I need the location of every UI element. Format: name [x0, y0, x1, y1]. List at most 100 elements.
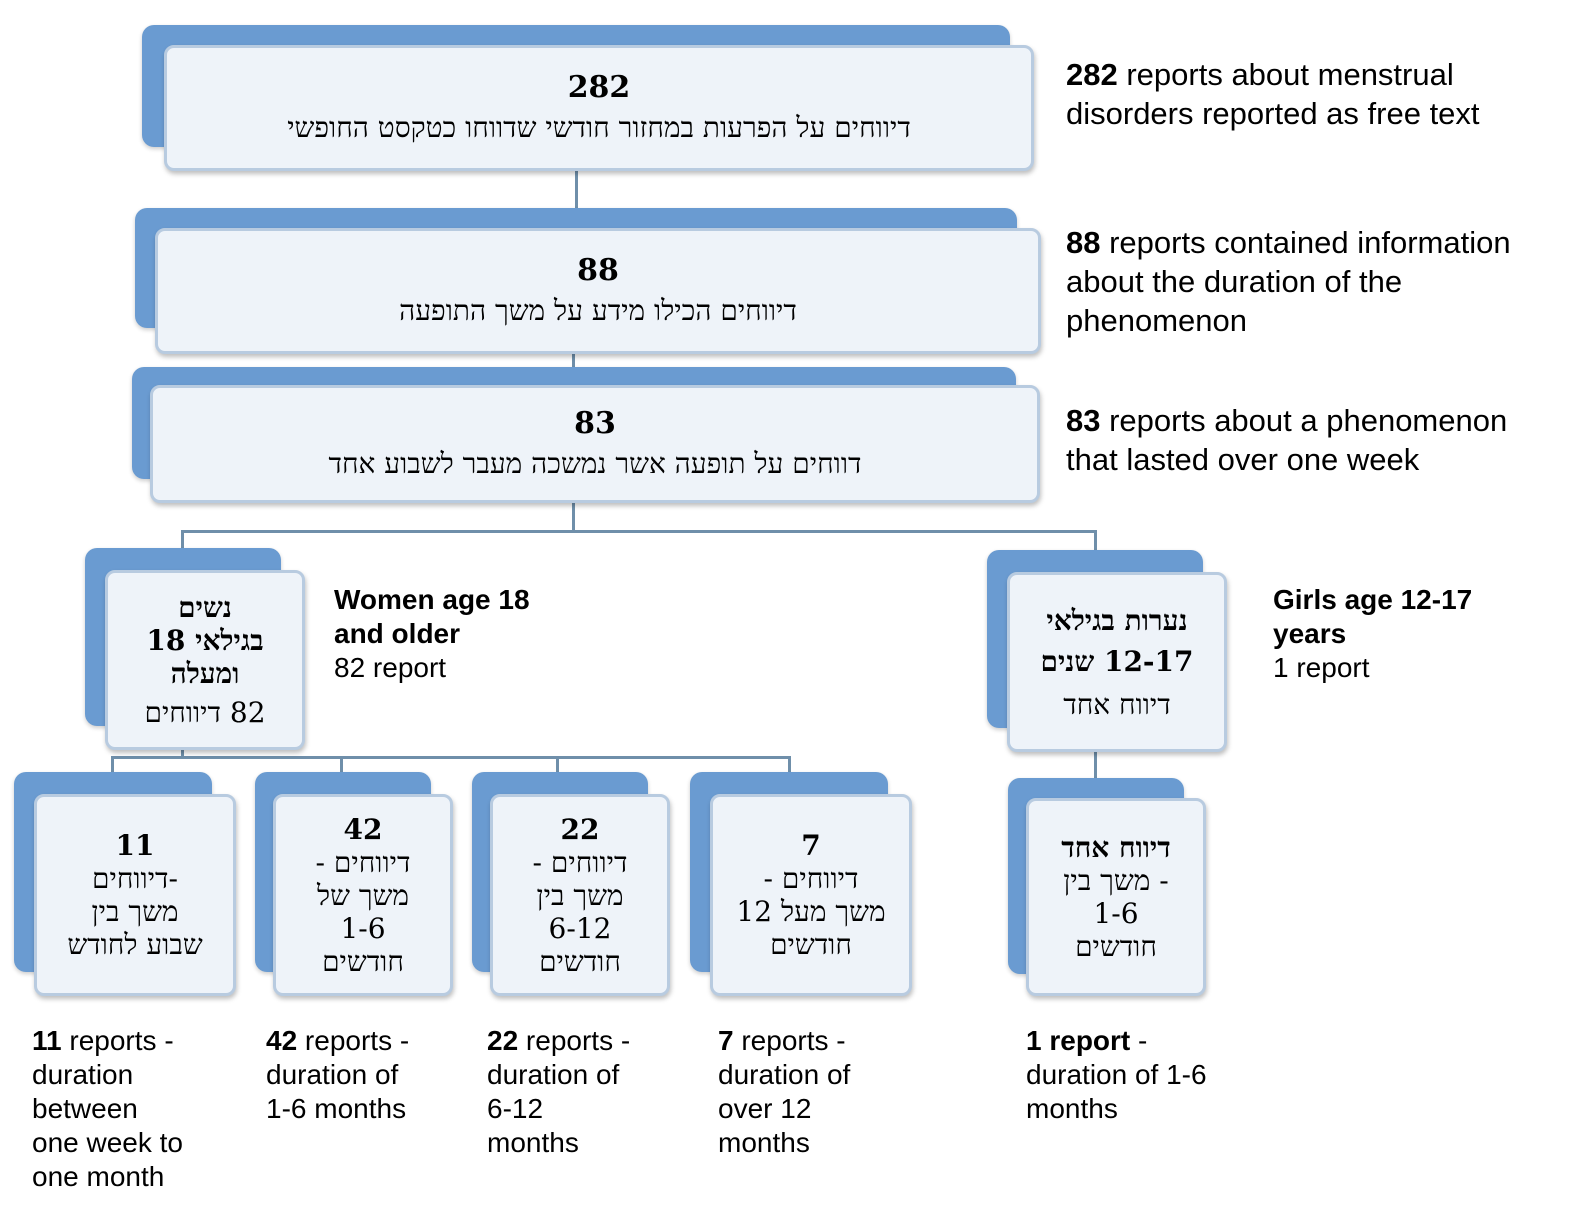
connector-88-83 [572, 350, 575, 370]
box-w11: 11 -דיווחים משך בין שבוע לחודש [14, 772, 236, 996]
connector-to-w7 [788, 756, 791, 774]
caption-w11-rest: reports - [61, 1025, 174, 1056]
box-282-number: 282 [567, 70, 631, 105]
caption-83-bold: 83 [1066, 403, 1101, 438]
w7-line3: חודשים [770, 928, 852, 961]
box-83-text: דווחים על תופעה אשר נמשכה מעבר לשבוע אחד [328, 447, 862, 480]
w11-line3: שבוע לחודש [67, 928, 203, 961]
women-line4: 82 דיווחים [144, 696, 266, 729]
caption-83-line2: that lasted over one week [1066, 442, 1420, 477]
box-88: 88 דיווחים הכילו מידע על משך התופעה [135, 208, 1041, 354]
caption-women-line3: 82 report [334, 652, 447, 683]
connector-split-horizontal [181, 530, 1097, 533]
caption-w7-line3: over 12 [718, 1093, 812, 1124]
box-83-number: 83 [574, 406, 616, 441]
caption-g1-rest: - [1130, 1025, 1148, 1056]
caption-w11-line4: one week to [32, 1127, 183, 1158]
caption-w42-rest: reports - [297, 1025, 410, 1056]
w11-line2: משך בין [91, 895, 179, 928]
caption-w22-rest: reports - [518, 1025, 631, 1056]
w7-line2: משך מעל 12 [736, 895, 886, 928]
caption-women-line2: and older [334, 618, 461, 649]
g1-line2: - משך בין [1063, 864, 1169, 897]
caption-282-bold: 282 [1066, 57, 1118, 92]
caption-w42: 42 reports - duration of 1-6 months [266, 1024, 409, 1126]
women-line1: נשים [178, 591, 232, 624]
box-w42: 42 דיווחים - משך של 1-6 חודשים [255, 772, 453, 996]
connector-women-horizontal [111, 756, 791, 759]
g1-line4: חודשים [1075, 930, 1157, 963]
w42-line3: 1-6 [340, 911, 386, 945]
caption-282: 282 reports about menstrual disorders re… [1066, 55, 1480, 133]
caption-w42-bold: 42 [266, 1025, 298, 1056]
caption-282-line2: disorders reported as free text [1066, 96, 1480, 131]
w7-line1: דיווחים - [763, 862, 859, 895]
caption-women-line1: Women age 18 [334, 584, 530, 615]
caption-w22-line3: 6-12 [487, 1093, 544, 1124]
w42-line4: חודשים [322, 944, 404, 978]
caption-w11-line3: between [32, 1093, 138, 1124]
box-women: נשים בגילאי 18 ומעלה 82 דיווחים [85, 548, 305, 750]
connector-to-w22 [556, 756, 559, 774]
connector-women-down [181, 745, 184, 758]
connector-to-girls [1094, 530, 1097, 552]
w22-line3: 6-12 [548, 911, 612, 945]
girls-line1: נערות בגילאי [1046, 603, 1188, 637]
connector-to-women [181, 530, 184, 552]
caption-w7-bold: 7 [718, 1025, 734, 1056]
caption-88-bold: 88 [1066, 225, 1101, 260]
caption-w11-line2: duration [32, 1059, 134, 1090]
box-girls: נערות בגילאי 12-17 שנים דיווח אחד [987, 550, 1227, 752]
caption-88-line2: about the duration of the [1066, 264, 1403, 299]
caption-w7-rest: reports - [733, 1025, 846, 1056]
box-g1: דיווח אחד - משך בין 1-6 חודשים [1008, 778, 1206, 996]
box-w22: 22 דיווחים - משך בין 6-12 חודשים [472, 772, 670, 996]
caption-88-line3: phenomenon [1066, 303, 1247, 338]
connector-to-w42 [340, 756, 343, 774]
caption-g1: 1 report - duration of 1-6 months [1026, 1024, 1207, 1126]
w11-line1: -דיווחים [92, 862, 178, 895]
g1-line1: דיווח אחד [1061, 831, 1171, 864]
caption-girls-line1: Girls age 12-17 [1273, 584, 1473, 615]
caption-g1-bold: 1 report [1026, 1025, 1131, 1056]
caption-83: 83 reports about a phenomenon that laste… [1066, 401, 1507, 479]
connector-girls-down [1094, 750, 1097, 778]
caption-women: Women age 18 and older 82 report [334, 583, 530, 685]
caption-w11-line5: one month [32, 1161, 165, 1192]
w11-number: 11 [115, 829, 155, 862]
caption-w11: 11 reports - duration between one week t… [32, 1024, 183, 1194]
box-282-text: דיווחים על הפרעות במחזור חודשי שדווחו כט… [287, 111, 911, 144]
caption-girls-line2: years [1273, 618, 1347, 649]
caption-girls: Girls age 12-17 years 1 report [1273, 583, 1472, 685]
w42-line2: משך של [317, 878, 409, 912]
caption-girls-line3: 1 report [1273, 652, 1370, 683]
girls-line2: 12-17 שנים [1040, 644, 1194, 678]
girls-line3: דיווח אחד [1063, 687, 1171, 721]
w42-number: 42 [343, 812, 383, 846]
w22-line4: חודשים [539, 944, 621, 978]
caption-w22: 22 reports - duration of 6-12 months [487, 1024, 630, 1160]
w22-number: 22 [560, 812, 600, 846]
caption-g1-line3: months [1026, 1093, 1118, 1124]
box-w7: 7 דיווחים - משך מעל 12 חודשים [690, 772, 912, 996]
caption-w42-line3: 1-6 months [266, 1093, 407, 1124]
caption-83-rest: reports about a phenomenon [1100, 403, 1508, 438]
caption-w7-line4: months [718, 1127, 810, 1158]
caption-w22-bold: 22 [487, 1025, 519, 1056]
caption-w22-line2: duration of [487, 1059, 620, 1090]
w22-line1: דיווחים - [532, 845, 628, 879]
box-83: 83 דווחים על תופעה אשר נמשכה מעבר לשבוע … [132, 367, 1040, 503]
caption-g1-line2: duration of 1-6 [1026, 1059, 1207, 1090]
connector-to-w11 [111, 756, 114, 774]
caption-w7: 7 reports - duration of over 12 months [718, 1024, 850, 1160]
caption-88-rest: reports contained information [1100, 225, 1511, 260]
box-88-text: דיווחים הכילו מידע על משך התופעה [399, 294, 797, 327]
caption-w11-bold: 11 [32, 1025, 62, 1056]
women-line2: בגילאי 18 [146, 624, 264, 657]
caption-88: 88 reports contained information about t… [1066, 223, 1511, 340]
w42-line1: דיווחים - [315, 845, 411, 879]
caption-w22-line4: months [487, 1127, 579, 1158]
w22-line2: משך בין [536, 878, 624, 912]
connector-83-down [572, 500, 575, 532]
w7-number: 7 [801, 829, 821, 862]
